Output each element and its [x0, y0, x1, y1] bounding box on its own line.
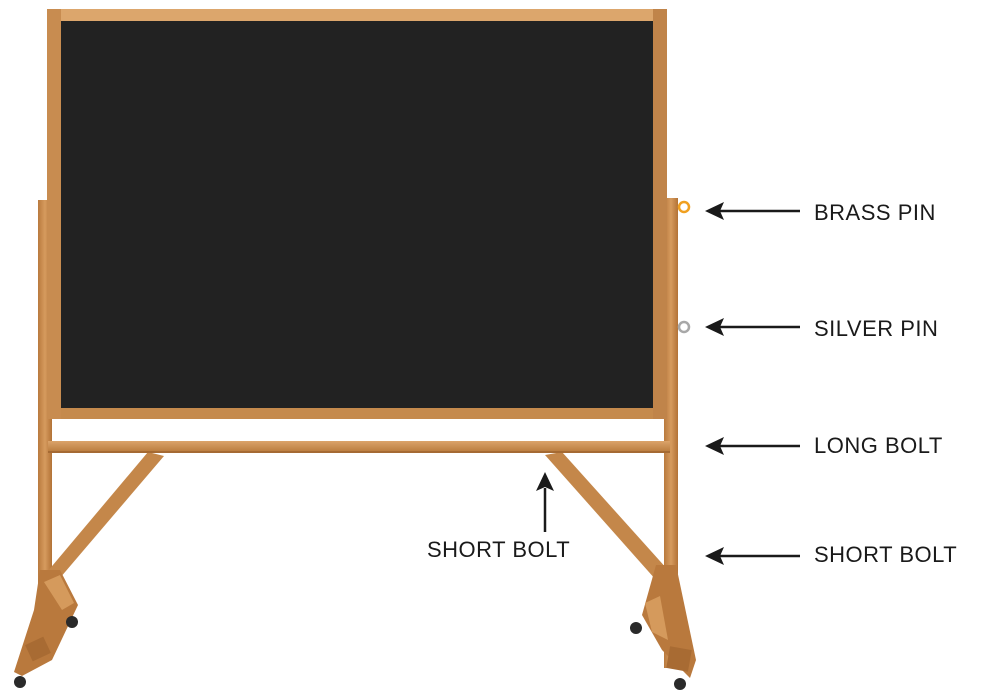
label-short-bolt-center: SHORT BOLT	[427, 537, 571, 562]
label-silver-pin: SILVER PIN	[814, 316, 939, 341]
caster-icon	[14, 676, 26, 688]
right-foot	[642, 565, 696, 678]
chalkboard-surface	[61, 21, 653, 408]
arrow-silver-pin	[705, 318, 800, 336]
label-brass-pin: BRASS PIN	[814, 200, 936, 225]
caster-icon	[66, 616, 78, 628]
label-short-bolt-right: SHORT BOLT	[814, 542, 958, 567]
arrow-short-bolt-center	[536, 472, 554, 532]
caster-icon	[674, 678, 686, 690]
left-brace	[42, 452, 164, 585]
arrow-brass-pin	[705, 202, 800, 220]
arrow-long-bolt	[705, 437, 800, 455]
caster-icon	[630, 622, 642, 634]
silver-pin-icon	[677, 320, 691, 334]
left-foot	[14, 570, 78, 676]
arrow-short-bolt-right	[705, 547, 800, 565]
label-long-bolt: LONG BOLT	[814, 433, 943, 458]
right-upright	[664, 198, 678, 668]
right-brace	[545, 452, 668, 580]
crossbar	[48, 441, 670, 453]
brass-pin-icon	[677, 200, 691, 214]
